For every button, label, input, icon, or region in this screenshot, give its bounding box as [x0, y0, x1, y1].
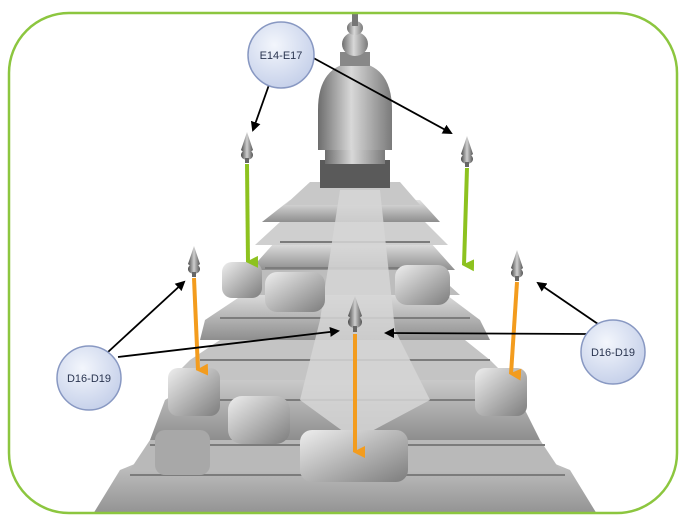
pointer-right-center	[386, 333, 587, 334]
finial-icon	[188, 246, 200, 277]
temple-model	[90, 10, 600, 519]
pointer-right-finial	[538, 283, 598, 324]
label-right: D16-D19	[591, 347, 635, 359]
finial-icon	[461, 136, 473, 167]
label-top: E14-E17	[260, 50, 303, 62]
finial-icon	[241, 132, 253, 163]
label-bubble-left: D16-D19	[57, 346, 121, 410]
orange-arrow-right	[511, 282, 517, 374]
pointer-top-left	[253, 82, 270, 130]
finial-icon	[511, 250, 523, 281]
label-bubble-right: D16-D19	[581, 320, 645, 384]
pointer-left-finial	[108, 282, 184, 352]
orange-arrow-left	[194, 278, 198, 370]
label-bubble-top: E14-E17	[248, 22, 314, 88]
label-left: D16-D19	[67, 373, 111, 385]
green-arrow-right	[464, 168, 467, 265]
green-arrow-left	[247, 164, 248, 262]
